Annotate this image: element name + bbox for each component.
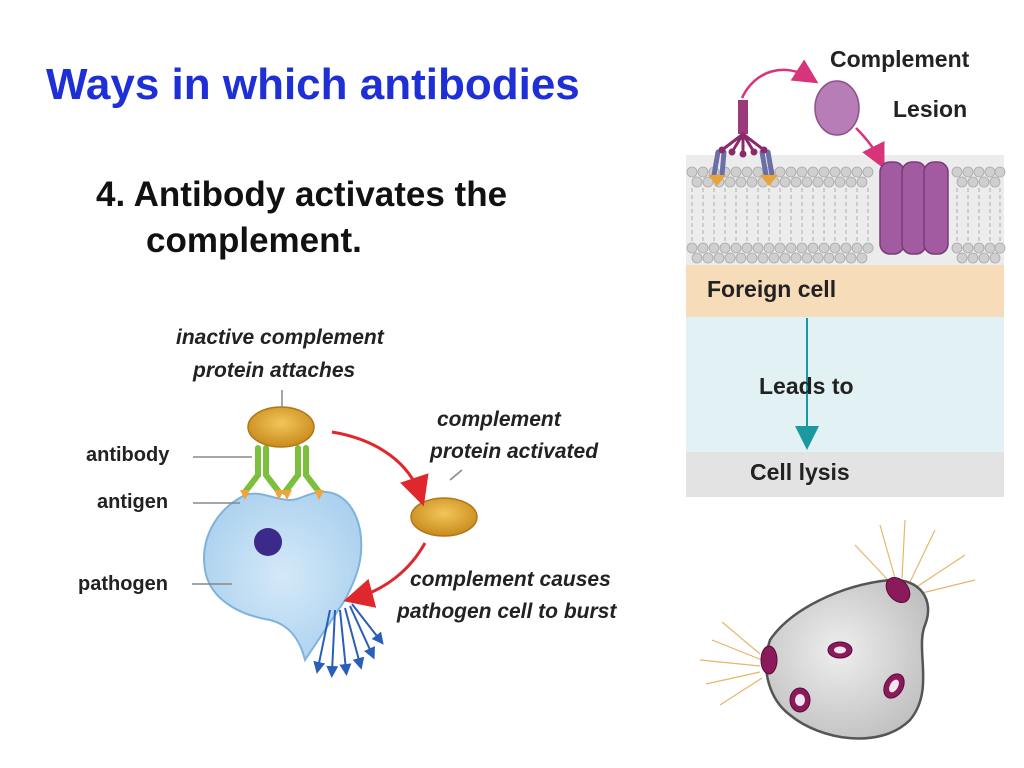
burst-strands <box>313 603 384 678</box>
burst-label-1: complement causes <box>410 568 611 591</box>
cell-lysis-panel <box>686 452 1004 497</box>
membrane-bilayer <box>686 166 1006 264</box>
burst-arrow <box>343 542 427 608</box>
complement-label: Complement <box>830 46 970 72</box>
pathogen-nucleus <box>254 528 282 556</box>
antibody-left <box>242 445 282 495</box>
inactive-complement-label-2: protein attaches <box>193 359 356 382</box>
complement-to-lesion-arrow <box>855 127 885 169</box>
foreign-cell-band <box>686 265 1004 317</box>
lysis-rays <box>699 519 976 706</box>
bullet-line-2: complement. <box>146 221 362 260</box>
antigen-markers <box>240 490 324 500</box>
complement-protein-right <box>814 80 860 136</box>
membrane-antibodies <box>711 149 775 178</box>
burst-label-2: pathogen cell to burst <box>397 600 617 623</box>
antibody-right <box>282 445 322 495</box>
cell-lysis-label: Cell lysis <box>750 459 850 485</box>
leads-to-label: Leads to <box>759 373 854 399</box>
leads-to-panel <box>686 317 1004 452</box>
pathogen-label: pathogen <box>78 573 168 595</box>
bullet-point: 4. Antibody activates the complement. <box>96 172 507 264</box>
foreign-cell-label: Foreign cell <box>707 276 837 302</box>
leader-lines <box>192 390 463 585</box>
c1-complex <box>720 100 766 156</box>
antigen-label: antigen <box>97 491 169 513</box>
c1-heads <box>718 146 768 158</box>
activated-label-1: complement <box>437 408 561 431</box>
slide-title: Ways in which antibodies <box>46 60 580 109</box>
lesion-pore <box>879 161 949 255</box>
lysed-cell <box>764 578 930 740</box>
inactive-complement-protein <box>247 406 315 448</box>
bullet-line-1: Antibody activates the <box>133 175 508 214</box>
membrane-antigens <box>708 175 778 186</box>
activation-arrow <box>331 430 429 507</box>
c1-to-complement-arrow <box>740 59 819 99</box>
bullet-number: 4. <box>96 175 126 214</box>
inactive-complement-label-1: inactive complement <box>176 326 384 349</box>
antibody-label: antibody <box>86 444 170 466</box>
lysis-pore-holes <box>795 646 899 706</box>
activated-complement-protein <box>410 497 478 537</box>
lesion-label: Lesion <box>893 96 968 122</box>
activated-label-2: protein activated <box>430 440 599 463</box>
